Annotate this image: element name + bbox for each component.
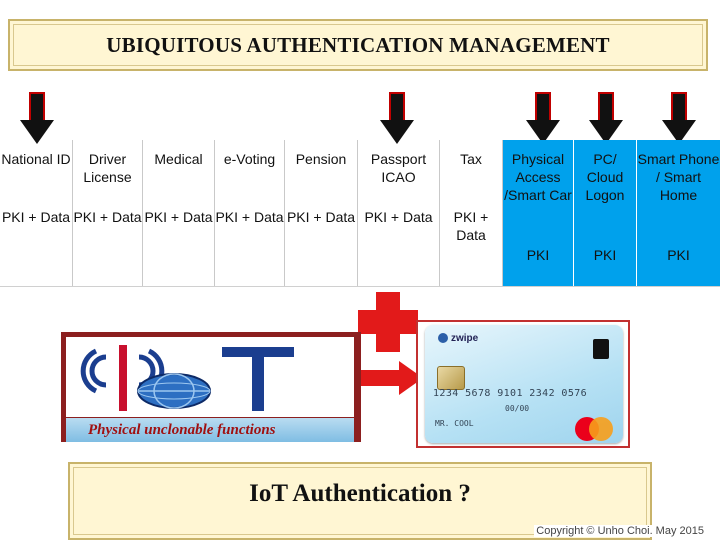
category-tech: PKI bbox=[667, 247, 690, 263]
category-driver-license: Driver License PKI + Data bbox=[73, 140, 143, 286]
card-brand: zwipe bbox=[438, 333, 478, 344]
puf-caption-bar: Physical unclonable functions bbox=[66, 418, 354, 442]
brand-logo-icon bbox=[438, 333, 448, 344]
category-label: PC/ Cloud Logon bbox=[585, 151, 625, 203]
fingerprint-sensor-icon bbox=[593, 339, 609, 359]
category-label: Physical Access /Smart Car bbox=[504, 151, 572, 203]
category-tech: PKI + Data bbox=[453, 209, 489, 243]
category-e-voting: e-Voting PKI + Data bbox=[215, 140, 285, 286]
title-banner-inner-border bbox=[13, 24, 703, 66]
category-tech: PKI + Data bbox=[144, 209, 213, 225]
down-arrow-icon bbox=[589, 92, 623, 144]
category-tax: Tax PKI + Data bbox=[440, 140, 503, 286]
category-tech: PKI bbox=[593, 247, 617, 263]
chip-icon bbox=[437, 366, 465, 390]
category-tech: PKI bbox=[526, 247, 550, 263]
biometric-card: zwipe 1234 5678 9101 2342 0576 00/00 MR.… bbox=[425, 325, 623, 443]
category-tech: PKI + Data bbox=[73, 209, 142, 225]
category-physical-access: Physical Access /Smart Car PKI bbox=[503, 140, 574, 286]
down-arrow-icon bbox=[662, 92, 696, 144]
category-table: National ID PKI + Data Driver License PK… bbox=[0, 140, 720, 287]
title-banner: UBIQUITOUS AUTHENTICATION MANAGEMENT bbox=[8, 19, 708, 71]
category-passport-icao: Passport ICAO PKI + Data bbox=[358, 140, 440, 286]
down-arrow-icon bbox=[20, 92, 54, 144]
plus-icon-bar bbox=[358, 310, 418, 334]
puf-caption: Physical unclonable functions bbox=[88, 421, 276, 438]
right-arrow-icon bbox=[361, 361, 423, 395]
card-number: 1234 5678 9101 2342 0576 bbox=[433, 388, 588, 399]
category-tech: PKI + Data bbox=[364, 209, 433, 225]
card-brand-text: zwipe bbox=[451, 333, 479, 344]
category-label: Medical bbox=[154, 151, 203, 167]
category-label: e-Voting bbox=[223, 151, 276, 167]
category-label: Passport ICAO bbox=[370, 151, 427, 185]
down-arrow-icon bbox=[380, 92, 414, 144]
card-valid-date: 00/00 bbox=[505, 404, 530, 413]
category-label: Smart Phone / Smart Home bbox=[637, 151, 720, 203]
copyright-note: Copyright © Unho Choi. May 2015 bbox=[534, 525, 706, 537]
category-label: National ID bbox=[1, 151, 71, 167]
auth-banner-inner-border bbox=[73, 467, 647, 535]
iot-logo-area bbox=[66, 337, 354, 417]
category-smart-phone-home: Smart Phone / Smart Home PKI bbox=[637, 140, 720, 286]
category-label: Pension bbox=[295, 151, 347, 167]
down-arrow-icon bbox=[526, 92, 560, 144]
category-pc-cloud-logon: PC/ Cloud Logon PKI bbox=[574, 140, 637, 286]
category-label: Driver License bbox=[83, 151, 132, 185]
category-pension: Pension PKI + Data bbox=[285, 140, 358, 286]
category-national-id: National ID PKI + Data bbox=[0, 140, 73, 286]
card-holder: MR. COOL bbox=[435, 419, 474, 428]
auth-question: IoT Authentication ? bbox=[249, 480, 471, 507]
category-tech: PKI + Data bbox=[286, 209, 356, 225]
category-tech: PKI + Data bbox=[1, 209, 71, 225]
category-label: Tax bbox=[460, 151, 482, 167]
category-tech: PKI + Data bbox=[215, 209, 284, 225]
category-medical: Medical PKI + Data bbox=[143, 140, 215, 286]
iot-logo-icon bbox=[80, 345, 294, 411]
mastercard-logo-icon bbox=[575, 417, 613, 441]
page-title: UBIQUITOUS AUTHENTICATION MANAGEMENT bbox=[106, 32, 610, 57]
